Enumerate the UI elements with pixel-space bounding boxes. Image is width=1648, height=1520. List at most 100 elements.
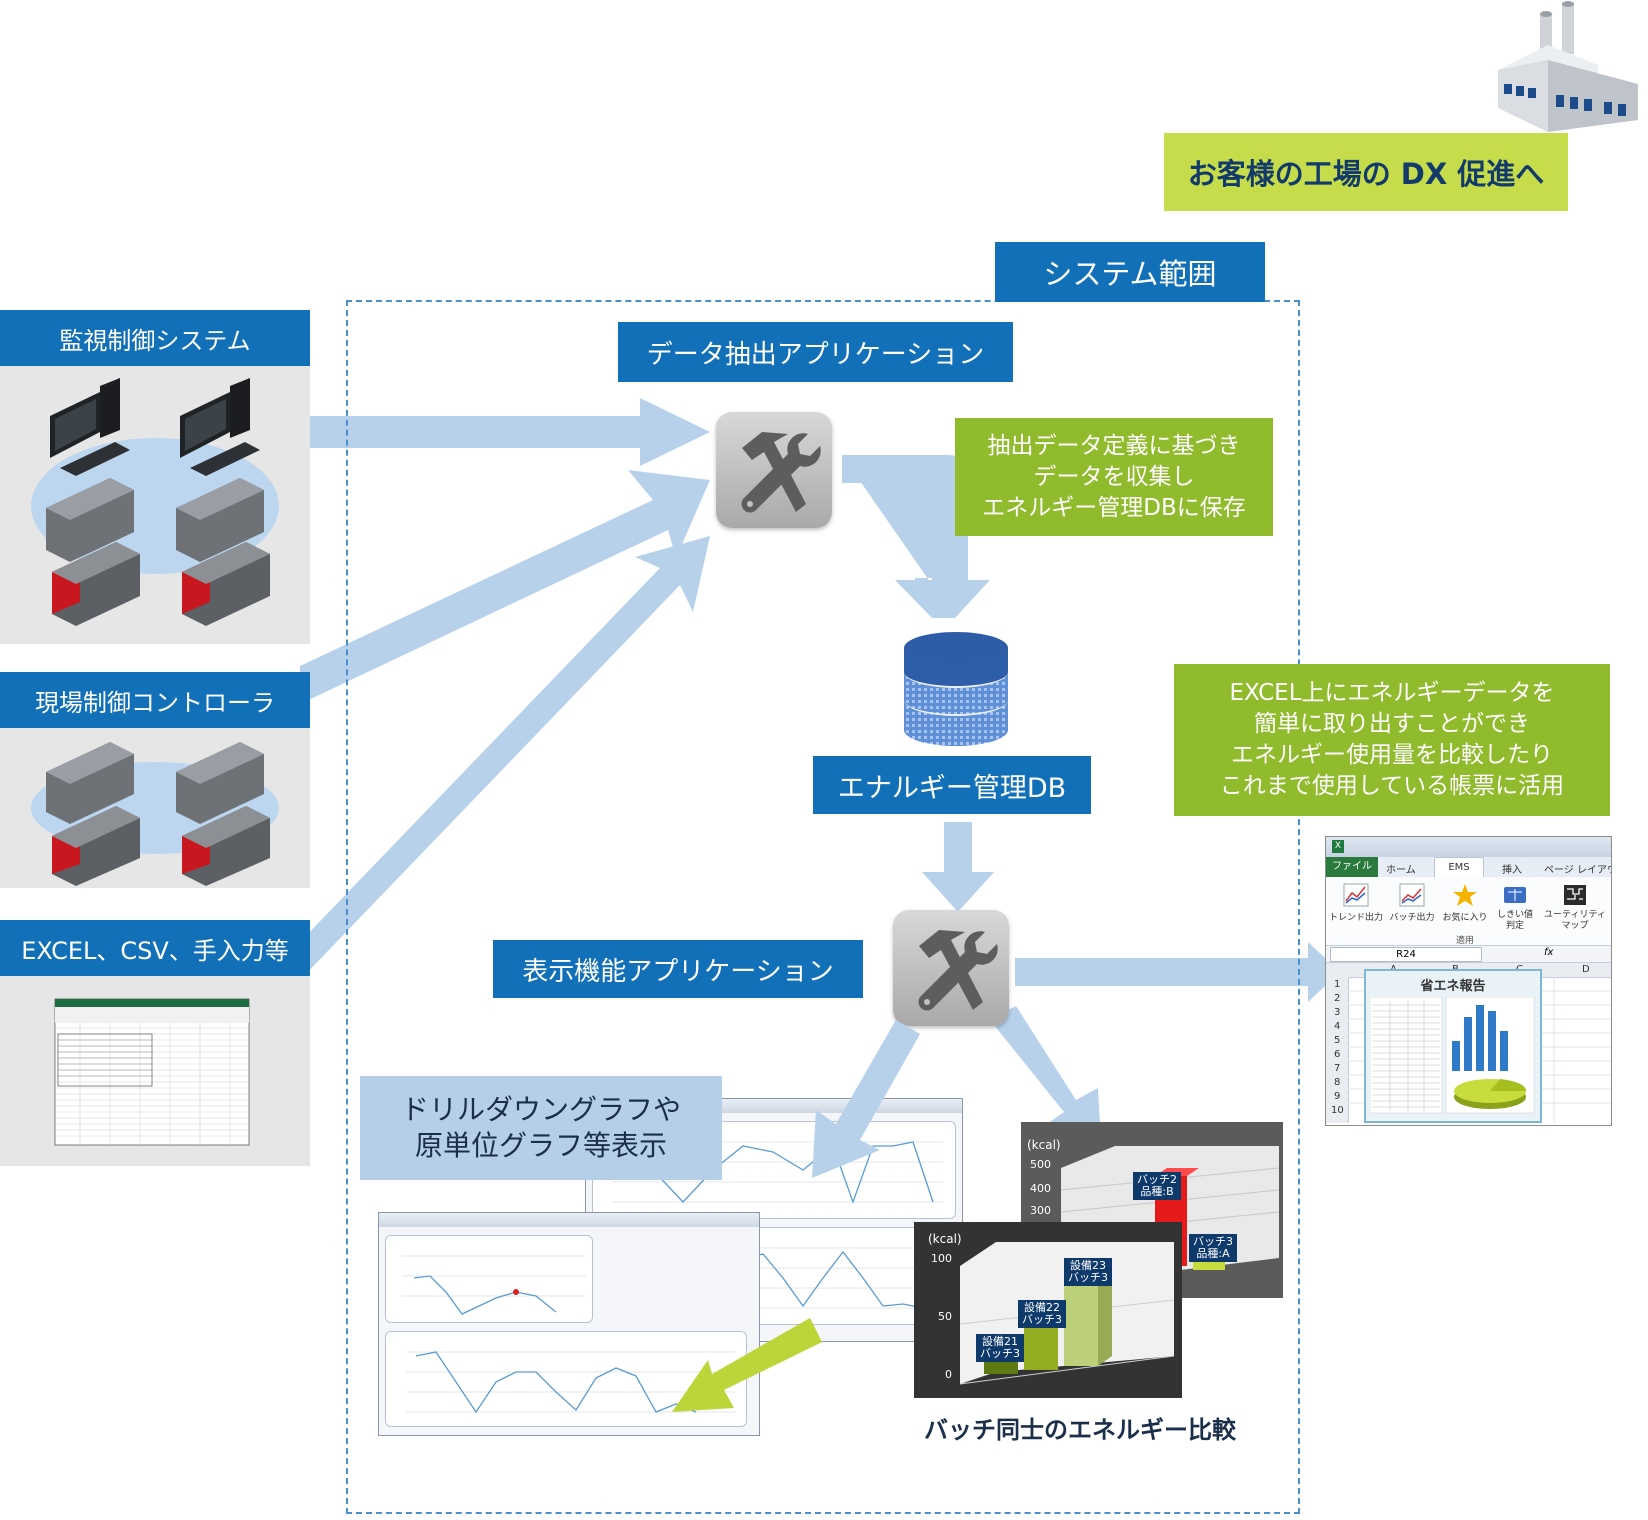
server-rack-icon <box>176 742 264 824</box>
ribbon-trend-output[interactable]: トレンド出力 <box>1328 883 1384 923</box>
utility-map-icon <box>1564 885 1586 905</box>
arrow-monitoring-to-extract <box>300 398 710 466</box>
hammer-wrench-icon <box>918 930 998 1011</box>
ribbon-threshold[interactable]: しきい値 判定 <box>1490 883 1540 932</box>
bar-label-batch2: バッチ2 品種:B <box>1133 1172 1181 1200</box>
excel-titlebar: X <box>1326 837 1611 857</box>
y-tick: 300 <box>1030 1204 1051 1217</box>
manual-input-label: EXCEL、CSV、手入力等 <box>0 920 310 976</box>
tab-file[interactable]: ファイル <box>1326 857 1378 877</box>
scale-icon <box>1504 887 1526 903</box>
line-chart <box>402 1255 586 1315</box>
row-header[interactable]: 9 <box>1334 1091 1341 1102</box>
monitoring-system-panel <box>0 366 310 644</box>
excel-note: EXCEL上にエネルギーデータを 簡単に取り出すことができ エネルギー使用量を比… <box>1174 664 1610 816</box>
ribbon-batch-output[interactable]: バッチ出力 <box>1384 883 1440 923</box>
row-header[interactable]: 7 <box>1334 1063 1341 1074</box>
row-header[interactable]: 10 <box>1331 1105 1344 1116</box>
kcal-unit-label: (kcal) <box>1027 1138 1061 1152</box>
graph-window-bottom <box>378 1212 760 1436</box>
y-tick: 100 <box>931 1252 952 1265</box>
drilldown-caption: ドリルダウングラフや 原単位グラフ等表示 <box>360 1076 722 1180</box>
energy-saving-report: 省エネ報告 <box>1364 969 1542 1123</box>
extract-tool-tile <box>716 412 832 528</box>
monitoring-system-label: 監視制御システム <box>0 310 310 366</box>
controllers-illustration <box>31 742 279 886</box>
report-graphics <box>1370 997 1535 1114</box>
system-scope-boundary <box>346 300 1300 1514</box>
y-tick: 50 <box>938 1310 952 1323</box>
hammer-wrench-icon <box>741 432 821 513</box>
batch-chart-icon <box>1399 883 1425 907</box>
row-header[interactable]: 3 <box>1334 1007 1341 1018</box>
y-tick: 500 <box>1030 1158 1051 1171</box>
field-controller-label: 現場制御コントローラ <box>0 672 310 728</box>
ribbon-favorites[interactable]: お気に入り <box>1438 883 1492 923</box>
server-rack-icon <box>176 478 264 562</box>
line-chart-pane <box>385 1235 593 1323</box>
bar-label-equipment23: 設備23 バッチ3 <box>1064 1258 1112 1286</box>
bar-label-equipment22: 設備22 バッチ3 <box>1018 1300 1066 1328</box>
row-header[interactable]: 8 <box>1334 1077 1341 1088</box>
db-label: エナルギー管理DB <box>813 756 1091 814</box>
server-rack-icon <box>46 742 134 824</box>
arrow-display-to-excel <box>1015 942 1340 1002</box>
display-tool-tile <box>893 910 1009 1026</box>
batch-compare-caption: バッチ同士のエネルギー比較 <box>924 1416 1236 1444</box>
fx-button[interactable]: fx <box>1544 947 1554 958</box>
arrow-manual-to-extract <box>300 536 710 980</box>
database-icon <box>904 632 1008 746</box>
excel-app-icon: X <box>1332 840 1344 853</box>
controller-red-icon <box>52 806 140 886</box>
display-app-label: 表示機能アプリケーション <box>493 940 863 998</box>
computers-and-servers-illustration <box>31 378 279 626</box>
computer-icon <box>180 378 260 476</box>
tab-home[interactable]: ホーム <box>1386 865 1416 876</box>
row-header[interactable]: 5 <box>1334 1035 1341 1046</box>
extract-app-label: データ抽出アプリケーション <box>618 322 1013 382</box>
manual-input-panel <box>0 976 310 1166</box>
factory-icon <box>1498 1 1638 132</box>
controller-red-icon <box>182 806 270 886</box>
ribbon-group-label: 適用 <box>1456 936 1475 946</box>
excel-window: X ファイル ホーム EMS 挿入 ページ レイアウ トレンド出力 バッチ出力 … <box>1325 836 1612 1126</box>
row-header[interactable]: 2 <box>1334 993 1341 1004</box>
name-box[interactable]: R24 <box>1330 947 1482 962</box>
controller-red-icon <box>52 542 140 626</box>
y-tick: 400 <box>1030 1182 1051 1195</box>
row-header[interactable]: 6 <box>1334 1049 1341 1060</box>
tab-ems[interactable]: EMS <box>1434 857 1484 877</box>
row-header[interactable]: 1 <box>1334 979 1341 990</box>
row-header-col <box>1326 977 1349 1123</box>
arrow-extract-to-db <box>842 455 978 618</box>
star-icon <box>1453 884 1477 906</box>
report-title: 省エネ報告 <box>1420 979 1486 994</box>
system-scope-label: システム範囲 <box>995 242 1265 302</box>
excel-grid: A B C D 1 2 3 4 5 6 7 8 9 10 省エネ報告 <box>1326 963 1611 1123</box>
bar-label-equipment21: 設備21 バッチ3 <box>976 1334 1024 1362</box>
arrow-db-to-display <box>922 822 994 912</box>
line-chart-pane <box>385 1331 747 1427</box>
y-tick: 0 <box>945 1368 952 1381</box>
server-rack-icon <box>46 478 134 562</box>
line-chart <box>406 1351 736 1414</box>
window-titlebar <box>379 1213 759 1227</box>
extract-note: 抽出データ定義に基づき データを収集し エネルギー管理DBに保存 <box>955 418 1273 536</box>
controller-red-icon <box>182 542 270 626</box>
batch-chart-front: (kcal) 100 50 0 設備21 バッチ3 設備22 バッチ3 設備23… <box>914 1222 1182 1398</box>
trend-chart-icon <box>1343 883 1369 907</box>
excel-ribbon: トレンド出力 バッチ出力 お気に入り しきい値 判定 ユーティリティ マップ 適… <box>1326 877 1611 946</box>
tab-page-layout[interactable]: ページ レイアウ <box>1544 865 1612 876</box>
bar-label-batch3: バッチ3 品種:A <box>1189 1234 1237 1262</box>
column-header[interactable]: D <box>1582 964 1590 975</box>
row-header[interactable]: 4 <box>1334 1021 1341 1032</box>
kcal-unit-label: (kcal) <box>928 1232 962 1246</box>
dx-banner: お客様の工場の DX 促進へ <box>1164 133 1568 211</box>
arrow-extract-to-db-path <box>842 455 990 618</box>
tab-insert[interactable]: 挿入 <box>1502 865 1522 876</box>
excel-tabbar: ファイル ホーム EMS 挿入 ページ レイアウ <box>1326 857 1611 877</box>
spreadsheet-thumbnail <box>54 998 250 1146</box>
excel-formula-bar: R24 fx <box>1326 946 1611 963</box>
ribbon-utility-map[interactable]: ユーティリティ マップ <box>1540 883 1610 932</box>
computer-icon <box>50 378 130 476</box>
